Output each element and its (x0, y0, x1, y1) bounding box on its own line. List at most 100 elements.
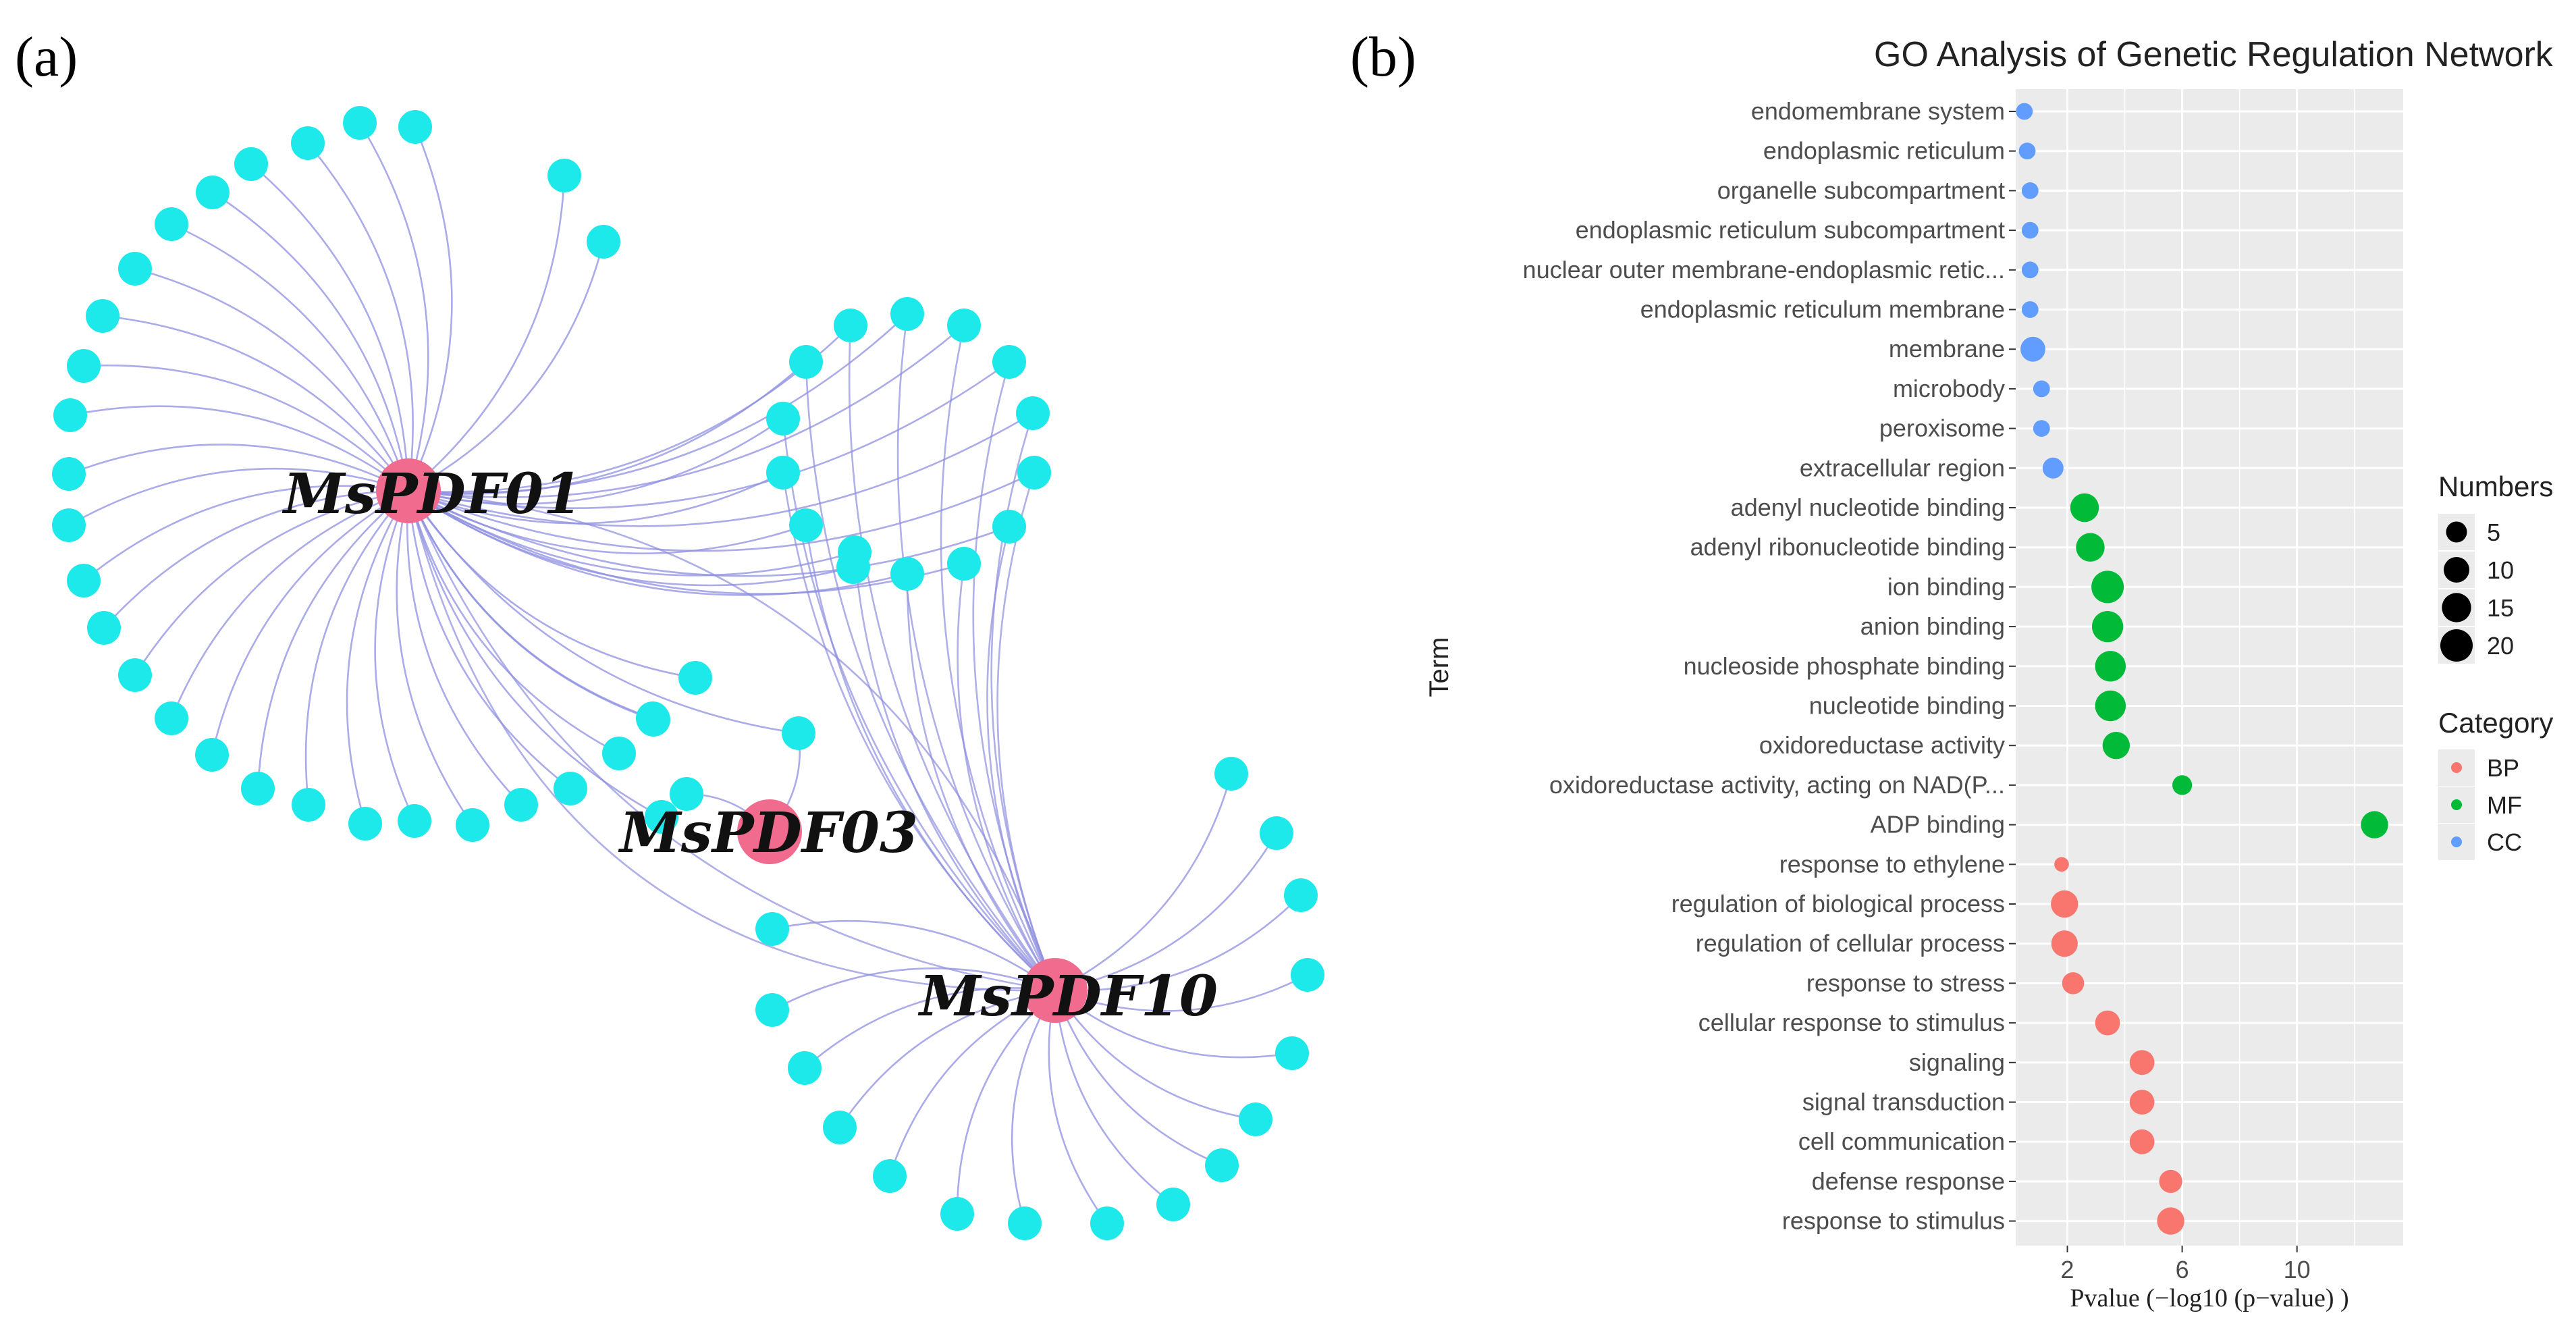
network-node (1239, 1102, 1272, 1136)
data-point (2157, 1207, 2184, 1235)
data-point (2033, 380, 2050, 398)
network-edge (68, 467, 409, 527)
data-point (2033, 420, 2050, 437)
size-legend-title: Numbers (2438, 471, 2553, 502)
data-point (2054, 857, 2069, 872)
network-node (291, 126, 325, 160)
network-node (788, 1051, 822, 1085)
network-edge (408, 361, 1010, 509)
data-point (2021, 301, 2039, 318)
network-edge (956, 990, 1056, 1215)
data-point (2021, 261, 2039, 279)
network-edge (986, 526, 1056, 991)
data-point (2095, 651, 2126, 682)
network-node (602, 737, 636, 770)
network-edge (358, 122, 429, 491)
data-points (2016, 103, 2388, 1235)
term-label: endoplasmic reticulum (1763, 137, 2005, 165)
network-node (947, 309, 981, 342)
size-legend-dot (2440, 629, 2473, 662)
term-label: oxidoreductase activity, acting on NAD(P… (1549, 771, 2005, 799)
term-label: endoplasmic reticulum membrane (1640, 296, 2005, 323)
network-edge (1011, 990, 1056, 1224)
network-edge (407, 490, 662, 818)
size-legend-label: 20 (2487, 632, 2514, 660)
hub-label: MsPDF03 (618, 801, 918, 866)
data-point (2062, 972, 2085, 994)
network-node (86, 299, 119, 333)
network-node (155, 207, 188, 241)
term-label: ADP binding (1871, 811, 2005, 839)
term-label: signaling (1909, 1048, 2005, 1076)
network-node (1205, 1148, 1239, 1182)
go-chart-panel: (b) GO Analysis of Genetic Regulation Ne… (1350, 26, 2554, 1312)
term-label: ion binding (1887, 573, 2005, 600)
network-edge (408, 241, 605, 492)
network-node (292, 788, 325, 822)
term-label: anion binding (1860, 612, 2005, 640)
network-node (1090, 1206, 1124, 1240)
data-point (2159, 1169, 2182, 1193)
term-label: cell communication (1798, 1127, 2005, 1155)
data-point (2016, 103, 2033, 120)
network-node (1008, 1206, 1042, 1240)
network-node (1284, 878, 1318, 912)
network-node (398, 804, 431, 838)
term-label: nucleotide binding (1809, 692, 2005, 720)
network-edge (83, 364, 409, 491)
data-point (2018, 142, 2036, 160)
network-node (587, 225, 620, 259)
network-edge (307, 142, 414, 491)
category-legend-label: BP (2487, 754, 2519, 782)
network-node (52, 457, 86, 491)
network-edge (170, 489, 409, 719)
network-node (992, 345, 1026, 379)
size-legend-label: 15 (2487, 594, 2514, 622)
term-label: nucleoside phosphate binding (1684, 652, 2005, 680)
category-legend-label: CC (2487, 828, 2522, 856)
network-edge (250, 163, 410, 491)
network-edge (990, 413, 1056, 991)
term-label: response to ethylene (1779, 850, 2005, 878)
panel-label-b: (b) (1350, 26, 1416, 88)
network-edge (70, 405, 409, 492)
network-edge (1054, 990, 1174, 1206)
network-node (1275, 1036, 1309, 1070)
term-label: response to stress (1806, 969, 2005, 996)
category-legend-label: MF (2487, 791, 2522, 819)
data-point (2051, 930, 2078, 957)
network-edge (408, 325, 965, 498)
network-edge (346, 490, 410, 824)
network-edge (408, 489, 855, 577)
x-tick-label: 2 (2061, 1256, 2074, 1283)
term-label: regulation of biological process (1671, 890, 2005, 917)
network-node (1017, 456, 1051, 489)
network-edge (1054, 974, 1308, 1012)
network-edge (1054, 895, 1302, 992)
network-node (890, 297, 924, 331)
network-node (766, 456, 800, 489)
network-node (118, 252, 152, 286)
network-node (343, 106, 377, 140)
network-leaf-nodes (52, 106, 1324, 1240)
term-label: signal transduction (1802, 1088, 2005, 1116)
data-point (2020, 336, 2045, 362)
network-edge (83, 485, 409, 582)
hub-edge (408, 489, 1056, 991)
category-legend-dot (2451, 799, 2462, 810)
network-edge (1054, 989, 1293, 1059)
network-node (836, 550, 870, 584)
network-edge (896, 313, 1056, 991)
network-edge (407, 490, 654, 721)
network-edge (805, 361, 1056, 991)
network-edge (1054, 990, 1256, 1121)
network-edge (407, 490, 620, 755)
network-edge (407, 490, 571, 790)
data-point (2361, 811, 2388, 839)
data-point (2021, 182, 2039, 199)
network-edge (804, 987, 1056, 1069)
term-label: adenyl nucleotide binding (1731, 494, 2005, 521)
